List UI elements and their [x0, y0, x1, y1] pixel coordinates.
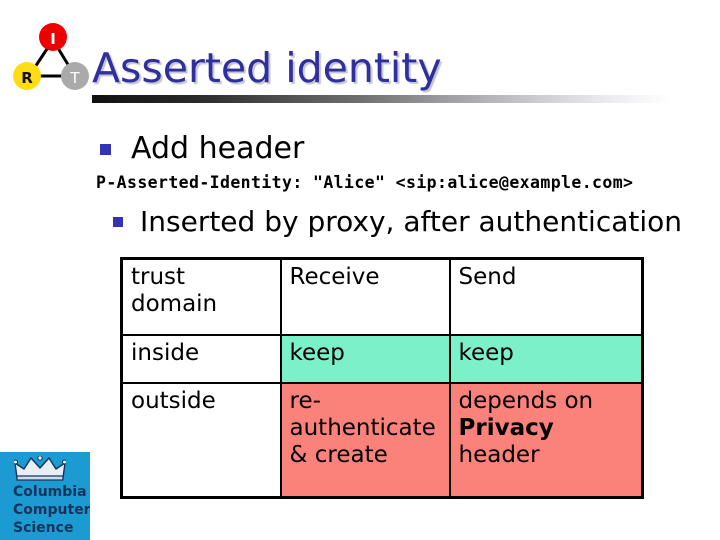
crown-icon: [13, 455, 67, 482]
badge-line-3: Science: [13, 520, 74, 536]
bullet-item-add-header: Add header: [100, 131, 304, 167]
page-title: Asserted identity: [92, 44, 442, 92]
column-header-trust-domain: trust domain: [120, 257, 282, 336]
column-header-receive: Receive: [279, 257, 451, 336]
sip-triangle-logo: I R T: [12, 14, 94, 94]
bullet-square-icon: [113, 217, 123, 227]
send-text-suffix: header: [458, 442, 540, 468]
table-row-inside: inside keep keep: [120, 334, 644, 384]
cell-inside-receive: keep: [279, 334, 451, 384]
cell-inside-send: keep: [448, 334, 644, 384]
logo-node-label-t: T: [69, 69, 80, 87]
trust-domain-table: trust domain Receive Send inside keep ke…: [120, 257, 644, 499]
title-block: Asserted identity: [92, 44, 692, 103]
table-header-row: trust domain Receive Send: [120, 257, 644, 336]
bullet-item-inserted-by-proxy: Inserted by proxy, after authentication: [113, 205, 682, 239]
send-text-prefix: depends on: [458, 388, 594, 414]
cell-outside-receive: re-authenticate & create: [279, 382, 451, 499]
table-row-outside: outside re-authenticate & create depends…: [120, 382, 644, 499]
cell-outside-send: depends on Privacy header: [448, 382, 644, 499]
logo-node-label-i: I: [50, 30, 56, 48]
row-label-inside: inside: [120, 334, 282, 384]
title-underline-rule: [92, 95, 670, 103]
column-header-send: Send: [448, 257, 644, 336]
bullet-label: Inserted by proxy, after authentication: [140, 205, 683, 238]
sip-header-code-line: P-Asserted-Identity: "Alice" <sip:alice@…: [96, 173, 634, 192]
bullet-square-icon: [100, 143, 111, 155]
send-text-privacy-emphasis: Privacy: [458, 415, 554, 441]
row-label-outside: outside: [120, 382, 282, 499]
badge-line-2: Computer: [13, 502, 90, 518]
logo-node-label-r: R: [21, 69, 33, 87]
bullet-label: Add header: [131, 131, 305, 166]
badge-line-1: Columbia: [13, 484, 87, 500]
columbia-computer-science-badge: Columbia Computer Science: [0, 452, 90, 540]
columbia-badge-text: Columbia Computer Science: [13, 483, 90, 537]
